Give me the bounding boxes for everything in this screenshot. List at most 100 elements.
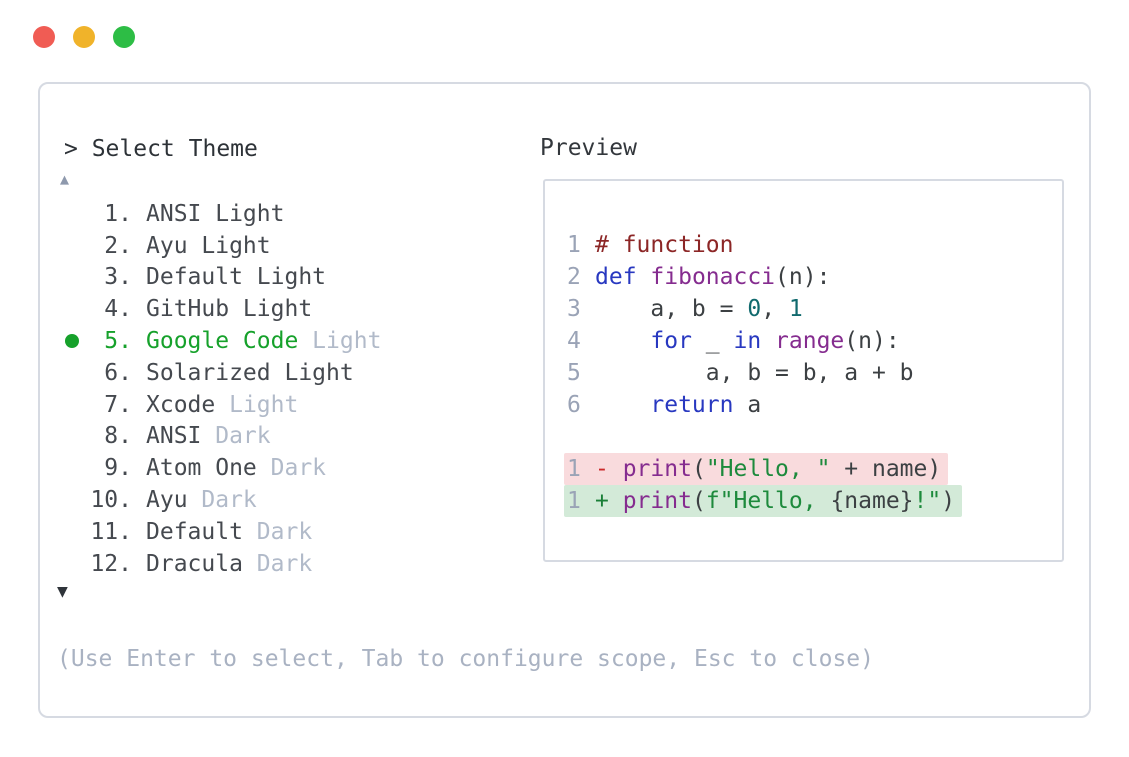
diff-line-added: 1+ print(f"Hello, {name}!") xyxy=(564,485,963,517)
theme-preview-box: 1 # function 2 def fibonacci (n): 3 a, b = 0,… xyxy=(543,179,1064,562)
code-token: in xyxy=(733,328,762,354)
theme-option-number: 10. xyxy=(90,487,132,514)
code-token xyxy=(637,261,651,293)
theme-option-name: ANSI xyxy=(146,423,202,450)
code-token: 0 xyxy=(747,296,762,322)
select-theme-prompt: > Select Theme xyxy=(64,136,258,162)
line-number: 2 xyxy=(567,264,581,290)
scroll-down-icon[interactable]: ▼ xyxy=(57,581,68,602)
theme-option-variant: Dark xyxy=(201,423,271,450)
line-number: 4 xyxy=(567,328,581,354)
selected-indicator-column xyxy=(64,334,90,349)
window-controls xyxy=(33,26,135,48)
theme-option-name: Default xyxy=(146,518,243,545)
code-token: ) xyxy=(941,488,956,514)
theme-option-number: 1. xyxy=(104,200,132,227)
code-line: 1 # function xyxy=(567,229,1062,261)
code-token: f"Hello, xyxy=(705,488,831,514)
code-token xyxy=(595,325,650,357)
theme-option[interactable]: 5.Google Code Light xyxy=(64,325,381,357)
theme-option[interactable]: 1. ANSI Light xyxy=(64,198,381,230)
theme-option-number: 6. xyxy=(104,359,132,386)
theme-option-name: Solarized Light xyxy=(146,359,354,386)
line-number: 1 xyxy=(567,232,581,258)
theme-option-name: ANSI Light xyxy=(146,200,285,227)
code-token: return xyxy=(650,392,734,418)
diff-sign: - xyxy=(595,456,623,482)
code-token: fibonacci xyxy=(650,264,776,290)
theme-option[interactable]: 9.Atom One Dark xyxy=(64,452,381,484)
code-token: !" xyxy=(913,488,942,514)
code-token: def xyxy=(595,264,637,290)
code-token: {name} xyxy=(830,488,914,514)
code-line: 4 for _ in range(n): xyxy=(567,325,1062,357)
theme-option[interactable]: 4. GitHub Light xyxy=(64,293,381,325)
theme-option-name: Default Light xyxy=(146,264,327,291)
theme-option-variant: Light xyxy=(298,328,382,355)
theme-option-variant: Dark xyxy=(242,518,313,545)
zoom-window-button[interactable] xyxy=(113,26,135,48)
code-token: + name) xyxy=(830,456,942,482)
theme-option-name: GitHub Light xyxy=(146,296,313,323)
minimize-window-button[interactable] xyxy=(73,26,95,48)
code-token: a, b = xyxy=(595,296,748,322)
theme-option-name: Atom One xyxy=(146,455,257,482)
theme-option-name: Xcode xyxy=(146,391,216,418)
code-token: for xyxy=(650,328,692,354)
theme-option[interactable]: 7.Xcode Light xyxy=(64,389,381,421)
code-line: 3 a, b = 0, 1 xyxy=(567,293,1062,325)
theme-option-name: Dracula xyxy=(146,550,243,577)
code-token: _ xyxy=(691,328,734,354)
theme-option-name: Google Code xyxy=(146,328,299,355)
selected-indicator-dot xyxy=(65,334,79,349)
theme-option-name: Ayu xyxy=(146,487,188,514)
code-line: 5 a, b = b, a + b xyxy=(567,357,1062,389)
code-preview: 1 # function 2 def fibonacci (n): 3 a, b = 0,… xyxy=(545,181,1062,517)
code-token xyxy=(595,389,650,421)
scroll-up-icon[interactable]: ▲ xyxy=(60,170,70,188)
code-line: 6 return a xyxy=(567,389,1062,421)
theme-option-number: 9. xyxy=(104,455,132,482)
theme-option-number: 12. xyxy=(90,550,132,577)
code-token: ( xyxy=(691,488,706,514)
code-token: range xyxy=(775,328,845,354)
diff-line-removed: 1- print("Hello, " + name) xyxy=(564,453,949,485)
preview-label: Preview xyxy=(540,135,637,161)
theme-option[interactable]: 3. Default Light xyxy=(64,262,381,294)
theme-option-variant: Light xyxy=(215,391,299,418)
theme-option[interactable]: 11.Default Dark xyxy=(64,516,381,548)
code-token: (n): xyxy=(844,328,900,354)
theme-option-variant: Dark xyxy=(242,550,313,577)
theme-option-number: 4. xyxy=(104,296,132,323)
code-token: print xyxy=(622,456,692,482)
theme-option-name: Ayu Light xyxy=(146,232,271,259)
line-number: 1 xyxy=(567,456,581,482)
code-token: , xyxy=(761,296,789,322)
theme-option[interactable]: 10. Ayu Dark xyxy=(64,484,381,516)
theme-option[interactable]: 12. Dracula Dark xyxy=(64,548,381,580)
close-window-button[interactable] xyxy=(33,26,55,48)
line-number: 5 xyxy=(567,360,581,386)
theme-option-number: 8. xyxy=(104,423,132,450)
theme-option-number: 2. xyxy=(104,232,132,259)
theme-option-number: 3. xyxy=(104,264,132,291)
keyboard-hint-text: (Use Enter to select, Tab to configure s… xyxy=(57,646,874,672)
theme-option[interactable]: 8. ANSI Dark xyxy=(64,421,381,453)
diff-sign: + xyxy=(595,488,623,514)
code-token xyxy=(761,325,775,357)
theme-option[interactable]: 6. Solarized Light xyxy=(64,357,381,389)
theme-option-variant: Dark xyxy=(187,487,257,514)
theme-selector-panel: > Select Theme ▲ 1. ANSI Light 2. Ayu Light… xyxy=(38,82,1091,718)
code-token: print xyxy=(622,488,692,514)
code-token: ( xyxy=(691,456,706,482)
line-number: 3 xyxy=(567,296,581,322)
theme-option[interactable]: 2. Ayu Light xyxy=(64,230,381,262)
line-number: 6 xyxy=(567,392,581,418)
code-token: 1 xyxy=(788,296,803,322)
blank-line xyxy=(567,421,1062,453)
code-token: # function xyxy=(595,232,734,258)
code-token: "Hello, " xyxy=(705,456,831,482)
